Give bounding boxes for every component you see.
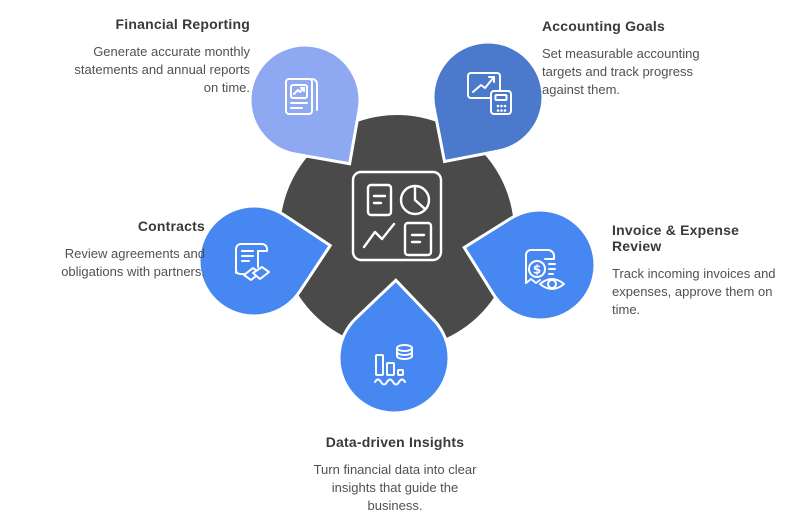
node-label-contracts: Contracts Review agreements and obligati… [0, 218, 205, 281]
node-description-data-driven-insights: Turn financial data into clear insights … [313, 462, 477, 513]
petal-group [197, 40, 597, 415]
petal-accounting-goals [431, 40, 545, 164]
node-description-financial-reporting: Generate accurate monthly statements and… [74, 44, 250, 95]
petal-financial-reporting [248, 43, 362, 166]
center-circle [280, 115, 514, 349]
node-title-invoice-expense-review: Invoice & Expense Review [612, 222, 740, 254]
node-label-invoice-expense-review: Invoice & Expense Review Track incoming … [612, 222, 790, 319]
node-title-contracts: Contracts [137, 218, 205, 234]
dashboard-icon [351, 170, 443, 262]
report-icon [285, 78, 318, 115]
petal-contracts [197, 204, 333, 318]
dollar-glyph: $ [533, 263, 541, 277]
node-title-accounting-goals: Accounting Goals [542, 18, 665, 34]
data-chart-icon [374, 344, 413, 386]
invoice-review-icon: $ [525, 249, 565, 290]
node-description-accounting-goals: Set measurable accounting targets and tr… [542, 46, 700, 97]
growth-calculator-icon [467, 72, 512, 115]
node-description-invoice-expense-review: Track incoming invoices and expenses, ap… [612, 266, 776, 317]
node-label-data-driven-insights: Data-driven Insights Turn financial data… [305, 434, 485, 515]
contract-handshake-icon [235, 243, 270, 281]
petal-data-driven-insights [337, 278, 451, 415]
node-title-financial-reporting: Financial Reporting [115, 16, 250, 32]
node-title-data-driven-insights: Data-driven Insights [325, 434, 465, 450]
node-label-accounting-goals: Accounting Goals Set measurable accounti… [542, 18, 714, 99]
node-label-financial-reporting: Financial Reporting Generate accurate mo… [60, 16, 250, 97]
calculator-keys [496, 104, 507, 112]
node-description-contracts: Review agreements and obligations with p… [61, 246, 205, 279]
